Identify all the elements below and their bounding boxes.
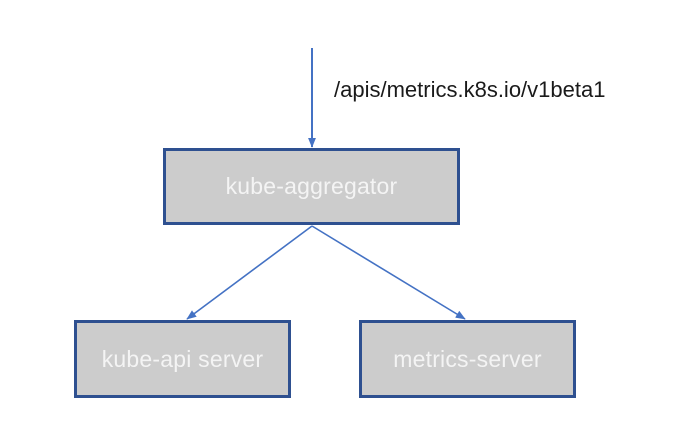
node-metrics-server[interactable]: metrics-server (359, 320, 576, 398)
edge-label-api-path: /apis/metrics.k8s.io/v1beta1 (334, 77, 606, 102)
node-label-kube-aggregator: kube-aggregator (225, 173, 398, 199)
edge-aggregator-to-metrics-server-line (311, 225, 466, 320)
node-kube-aggregator[interactable]: kube-aggregator (163, 148, 460, 225)
node-kube-api-server[interactable]: kube-api server (74, 320, 291, 398)
node-label-kube-api-server: kube-api server (101, 345, 264, 372)
node-label-metrics-server: metrics-server (393, 345, 542, 372)
edge-aggregator-to-kube-api-server-line (186, 225, 313, 320)
